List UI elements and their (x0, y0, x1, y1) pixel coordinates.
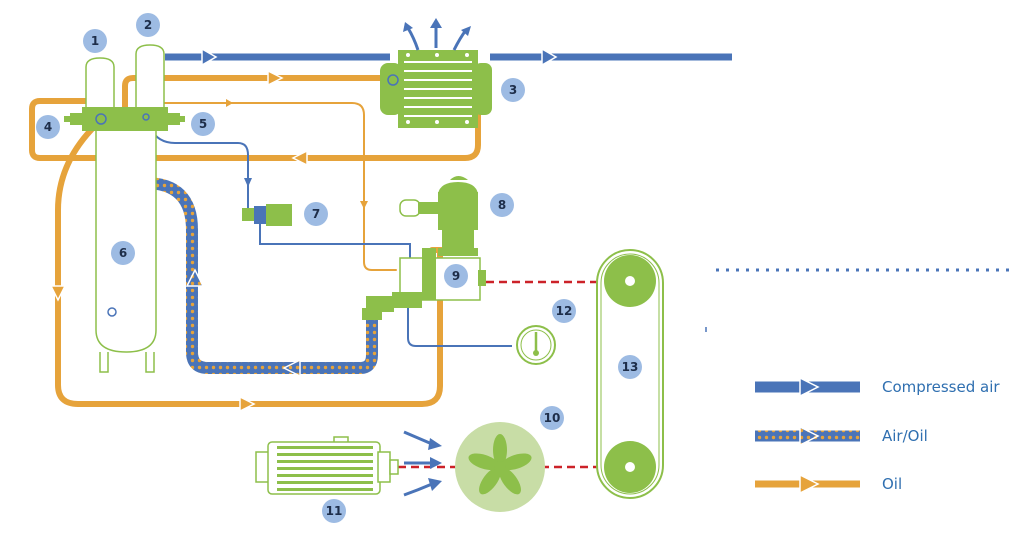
badge-4-label: 4 (44, 120, 52, 134)
fan-motor (255, 436, 399, 495)
badge-5-label: 5 (199, 117, 207, 131)
badge-12-label: 12 (556, 304, 573, 318)
air-oil-cooler (380, 50, 492, 128)
solenoid-valve (242, 204, 292, 226)
badge-2-label: 2 (144, 18, 152, 32)
badge-4: 4 (36, 115, 60, 139)
cooler-exhaust-arrows (403, 18, 471, 51)
legend-compressed-air-label: Compressed air (882, 378, 1000, 396)
compressed-air-line (165, 47, 732, 67)
legend-air-oil: Air/Oil (755, 425, 928, 447)
badge-12: 12 (552, 299, 576, 323)
badge-13-label: 13 (622, 360, 639, 374)
legend-compressed-air: Compressed air (755, 376, 1000, 398)
cooling-fan (455, 422, 545, 512)
badge-6: 6 (111, 241, 135, 265)
airflow-arrows (403, 430, 442, 497)
pressure-gauge (516, 325, 556, 365)
air-filter-2 (135, 44, 165, 109)
badge-8: 8 (490, 193, 514, 217)
badge-11: 11 (322, 499, 346, 523)
badge-5: 5 (191, 112, 215, 136)
badge-3: 3 (501, 78, 525, 102)
oil-lines (29, 69, 481, 413)
badge-3-label: 3 (509, 83, 517, 97)
badge-1: 1 (83, 29, 107, 53)
badge-9: 9 (444, 264, 468, 288)
badge-13: 13 (618, 355, 642, 379)
badge-1-label: 1 (91, 34, 99, 48)
badge-10-label: 10 (544, 411, 561, 425)
legend-oil-label: Oil (882, 475, 902, 493)
air-filter-1 (85, 57, 115, 109)
compressor-element (362, 248, 486, 320)
legend: Compressed air Air/Oil Oil (755, 376, 1000, 495)
badge-7-label: 7 (312, 207, 320, 221)
badge-7: 7 (304, 202, 328, 226)
badge-9-label: 9 (452, 269, 460, 283)
badge-6-label: 6 (119, 246, 127, 260)
inlet-valve (399, 176, 478, 256)
separator-tank (95, 128, 157, 373)
legend-air-oil-label: Air/Oil (882, 427, 928, 445)
legend-oil: Oil (755, 473, 902, 495)
valve-block (64, 107, 185, 131)
badge-2: 2 (136, 13, 160, 37)
badge-11-label: 11 (326, 504, 343, 518)
badge-8-label: 8 (498, 198, 506, 212)
badge-10: 10 (540, 406, 564, 430)
